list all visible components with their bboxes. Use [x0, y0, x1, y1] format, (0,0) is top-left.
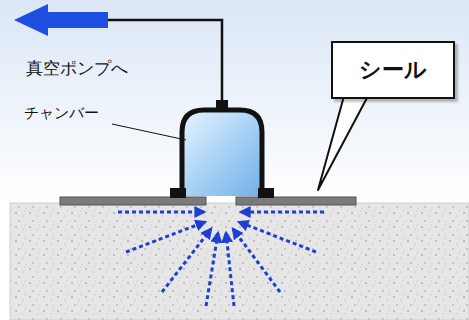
- seal: [236, 197, 356, 205]
- part-label: チャンバー: [24, 104, 99, 122]
- callout-tail: [318, 96, 368, 190]
- callout-text: シール: [359, 57, 427, 83]
- flow-arrow: [14, 4, 108, 36]
- suction-flow: [118, 212, 324, 306]
- part-label: 真空ポンプへ: [26, 58, 128, 78]
- callout-box: シール: [331, 41, 455, 99]
- chamber: [182, 110, 262, 196]
- seal: [60, 197, 206, 205]
- chamber-flange: [258, 188, 274, 198]
- chamber-port: [216, 100, 228, 112]
- background: [0, 0, 469, 204]
- leader-line: [112, 124, 186, 140]
- concrete: [10, 203, 469, 320]
- chamber-flange: [170, 188, 186, 198]
